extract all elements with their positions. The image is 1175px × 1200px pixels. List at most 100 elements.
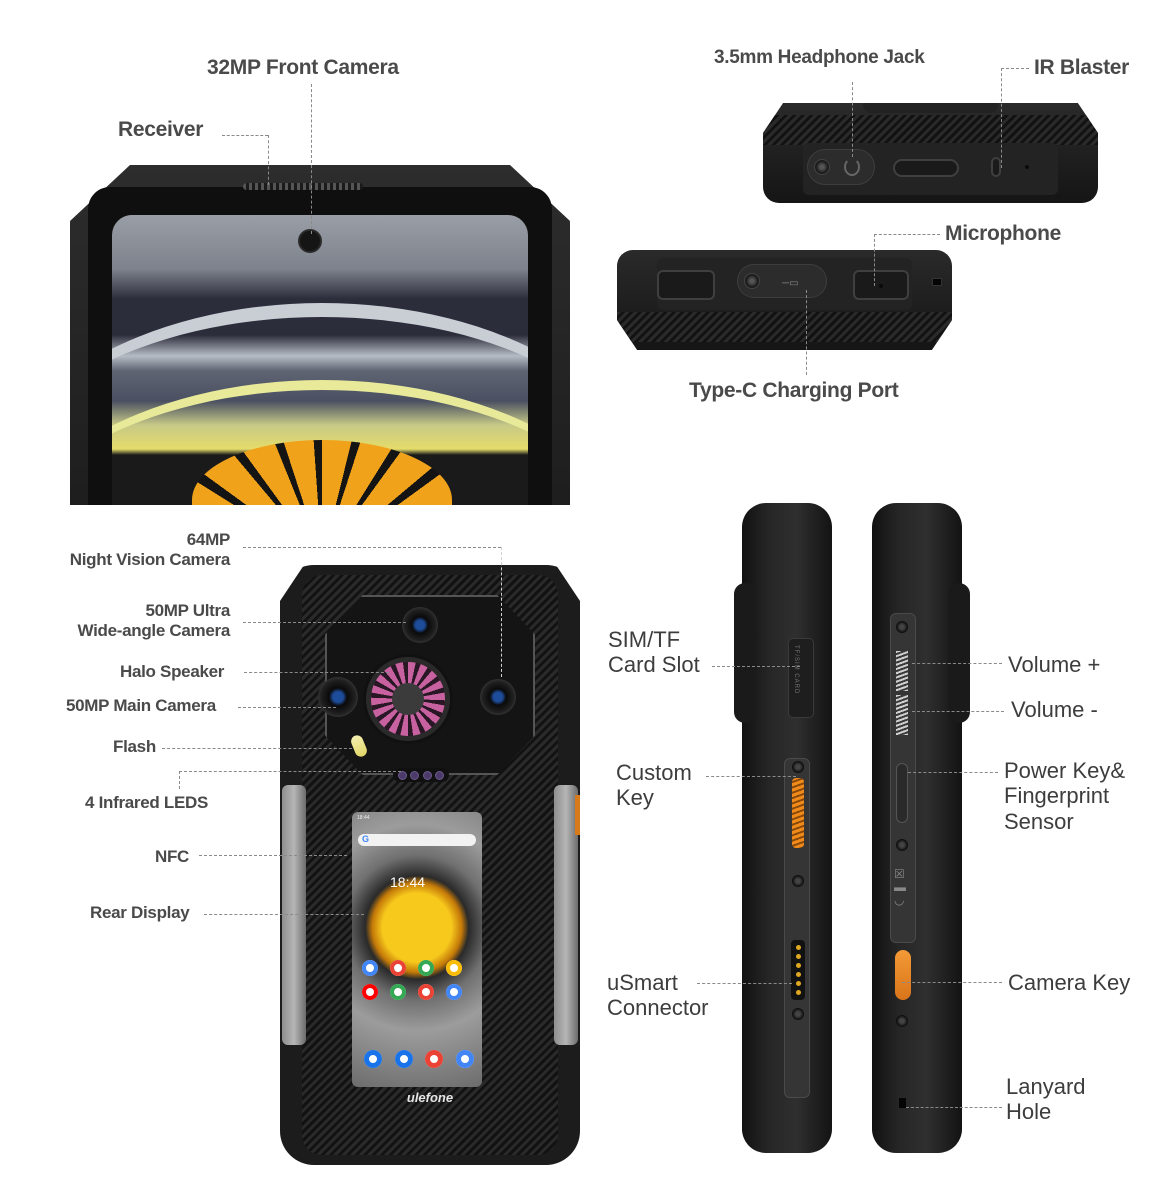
leader-headphone-jack (852, 82, 853, 157)
label-sim-tf-slot: SIM/TF Card Slot (608, 627, 700, 678)
power-fingerprint-key (896, 763, 908, 823)
camera-app-icon[interactable] (455, 1050, 474, 1068)
status-time: 18:44 (357, 815, 370, 821)
ultra-wide-camera-lens (402, 607, 438, 643)
leader-power-fingerprint (908, 772, 998, 773)
leader-usmart-connector (697, 983, 792, 984)
chrome-app-icon[interactable] (425, 1050, 444, 1068)
type-c-port-cover: ─▭ (737, 264, 827, 298)
screw-icon (814, 159, 830, 175)
label-nfc: NFC (155, 847, 190, 866)
lanyard-slot (932, 278, 942, 286)
app-icon[interactable] (446, 984, 462, 1000)
leader-halo-speaker (244, 672, 389, 673)
receiver-grille (243, 183, 363, 190)
custom-key (792, 778, 804, 848)
headphone-jack-cover (807, 149, 875, 185)
leader-custom-key (706, 776, 796, 777)
microphone-hole (879, 284, 883, 288)
app-icon[interactable] (390, 960, 406, 976)
label-type-c-port: Type-C Charging Port (689, 379, 899, 402)
bottom-edge-view: ─▭ (617, 250, 952, 350)
rear-display[interactable]: 18:44 18:44 (352, 812, 482, 1087)
left-bumper (282, 785, 306, 1045)
usb-plug-icon: ─▭ (782, 278, 799, 289)
leader-main-camera (238, 707, 336, 708)
pinhole (1025, 165, 1029, 169)
label-usmart-connector: uSmart Connector (607, 970, 709, 1021)
google-search-bar[interactable] (358, 834, 476, 846)
screw-icon (744, 273, 760, 289)
label-ir-blaster: IR Blaster (1034, 56, 1130, 79)
label-custom-key: Custom Key (616, 760, 692, 811)
sim-tf-card-slot: TF/SIM CARD (788, 638, 814, 718)
volume-down-key (896, 695, 908, 735)
screw-icon (896, 1015, 908, 1027)
label-headphone-jack: 3.5mm Headphone Jack (714, 47, 925, 68)
screw-icon (792, 1008, 804, 1020)
label-microphone: Microphone (945, 222, 1061, 245)
label-power-fingerprint: Power Key& Fingerprint Sensor (1004, 758, 1126, 834)
app-icon[interactable] (390, 984, 406, 1000)
label-camera-key: Camera Key (1008, 970, 1131, 995)
leader-ultra-wide-camera (243, 622, 406, 623)
leader-front-camera (311, 84, 312, 234)
microphone-panel (853, 270, 909, 300)
leader-type-c-port (806, 290, 807, 375)
label-lanyard-hole: Lanyard Hole (1006, 1074, 1086, 1125)
leader-volume-up (912, 663, 1002, 664)
night-vision-camera-lens (480, 679, 516, 715)
label-ultra-wide-camera: 50MP Ultra Wide-angle Camera (77, 601, 230, 640)
leader-ir-blaster (1001, 68, 1029, 69)
screw-icon (792, 761, 804, 773)
left-side-view: TF/SIM CARD (734, 503, 832, 1153)
screw-icon (896, 839, 908, 851)
leader-volume-down (912, 711, 1004, 712)
leader-sim-tf-slot (712, 666, 800, 667)
label-night-vision-camera: 64MP Night Vision Camera (69, 530, 231, 569)
app-icon[interactable] (418, 960, 434, 976)
recycle-bin-icon: ☒▬◡ (894, 867, 906, 908)
usmart-connector (791, 940, 805, 1000)
leader-rear-display (204, 914, 364, 915)
leader-microphone (874, 234, 940, 235)
phone-app-icon[interactable] (364, 1050, 382, 1068)
halo-speaker (366, 657, 450, 741)
app-icon[interactable] (446, 960, 462, 976)
app-grid (362, 960, 474, 1000)
label-receiver: Receiver (118, 118, 204, 141)
infrared-leds (393, 768, 449, 782)
leader-night-vision-camera (243, 547, 501, 548)
label-rear-display: Rear Display (90, 903, 190, 922)
leader-lanyard-hole (906, 1107, 1002, 1108)
speaker-slot (893, 159, 959, 177)
main-camera-lens (318, 677, 358, 717)
home-clock: 18:44 (390, 874, 426, 890)
app-icon[interactable] (418, 984, 434, 1000)
label-halo-speaker: Halo Speaker (120, 662, 225, 681)
app-icon[interactable] (362, 960, 378, 976)
leader-infrared-leds (179, 771, 401, 772)
messages-app-icon[interactable] (394, 1050, 413, 1068)
front-camera-icon (298, 229, 322, 253)
label-volume-up: Volume + (1008, 652, 1101, 677)
headphone-icon (844, 158, 860, 176)
screw-icon (896, 621, 908, 633)
screw-icon (792, 875, 804, 887)
leader-nfc (199, 855, 347, 856)
app-dock (364, 1050, 474, 1068)
ir-blaster-window (991, 157, 1001, 177)
front-screen (112, 215, 528, 505)
top-edge-view (763, 103, 1098, 203)
brand-logo: ulefone (406, 1090, 454, 1105)
right-bumper (554, 785, 580, 1045)
right-side-view: ☒▬◡ (872, 503, 970, 1153)
label-main-camera: 50MP Main Camera (66, 696, 216, 715)
leader-camera-key (902, 982, 1002, 983)
front-view-phone (70, 165, 570, 505)
camera-key (895, 950, 911, 1000)
label-volume-down: Volume - (1011, 697, 1098, 722)
app-icon[interactable] (362, 984, 378, 1000)
leader-flash (162, 748, 352, 749)
label-front-camera: 32MP Front Camera (207, 56, 399, 79)
